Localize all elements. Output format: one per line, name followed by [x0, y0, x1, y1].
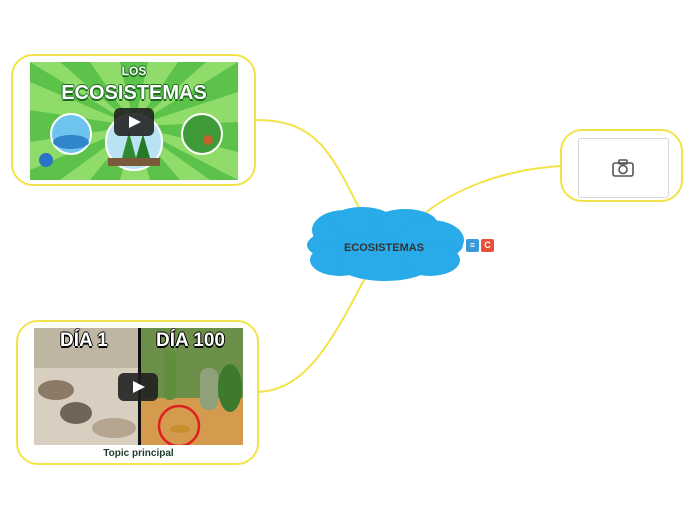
central-topic-cloud[interactable]: [307, 207, 464, 281]
video-title-line1: LOS: [121, 64, 147, 78]
notes-icon[interactable]: ≡: [466, 239, 479, 252]
image-node-right[interactable]: [560, 129, 683, 202]
central-topic-label[interactable]: ECOSISTEMAS: [343, 242, 425, 254]
video-thumbnail-dia[interactable]: DÍA 1 DÍA 100: [34, 328, 243, 445]
day-1-label: DÍA 1: [60, 330, 108, 351]
branch-bottom-left: [257, 277, 366, 393]
video-thumbnail-ecosistemas[interactable]: LOS ECOSISTEMAS: [30, 62, 238, 180]
branch-right: [424, 165, 561, 214]
logo-icon: [39, 153, 53, 167]
highlight-circle: [157, 404, 201, 445]
video-node-bottom[interactable]: DÍA 1 DÍA 100 Topic principal: [16, 320, 259, 465]
comment-icon[interactable]: C: [481, 239, 494, 252]
jungle-ecosystem-icon: [181, 113, 223, 155]
play-button-icon[interactable]: [118, 373, 158, 401]
topic-caption[interactable]: Topic principal: [103, 448, 174, 459]
day-100-label: DÍA 100: [156, 330, 225, 351]
play-button-icon[interactable]: [114, 108, 154, 136]
video-node-top[interactable]: LOS ECOSISTEMAS: [11, 54, 256, 186]
video-title-line2: ECOSISTEMAS: [61, 82, 207, 104]
camera-icon: [612, 159, 634, 177]
image-placeholder[interactable]: [578, 138, 669, 198]
branch-top-left: [255, 119, 361, 211]
